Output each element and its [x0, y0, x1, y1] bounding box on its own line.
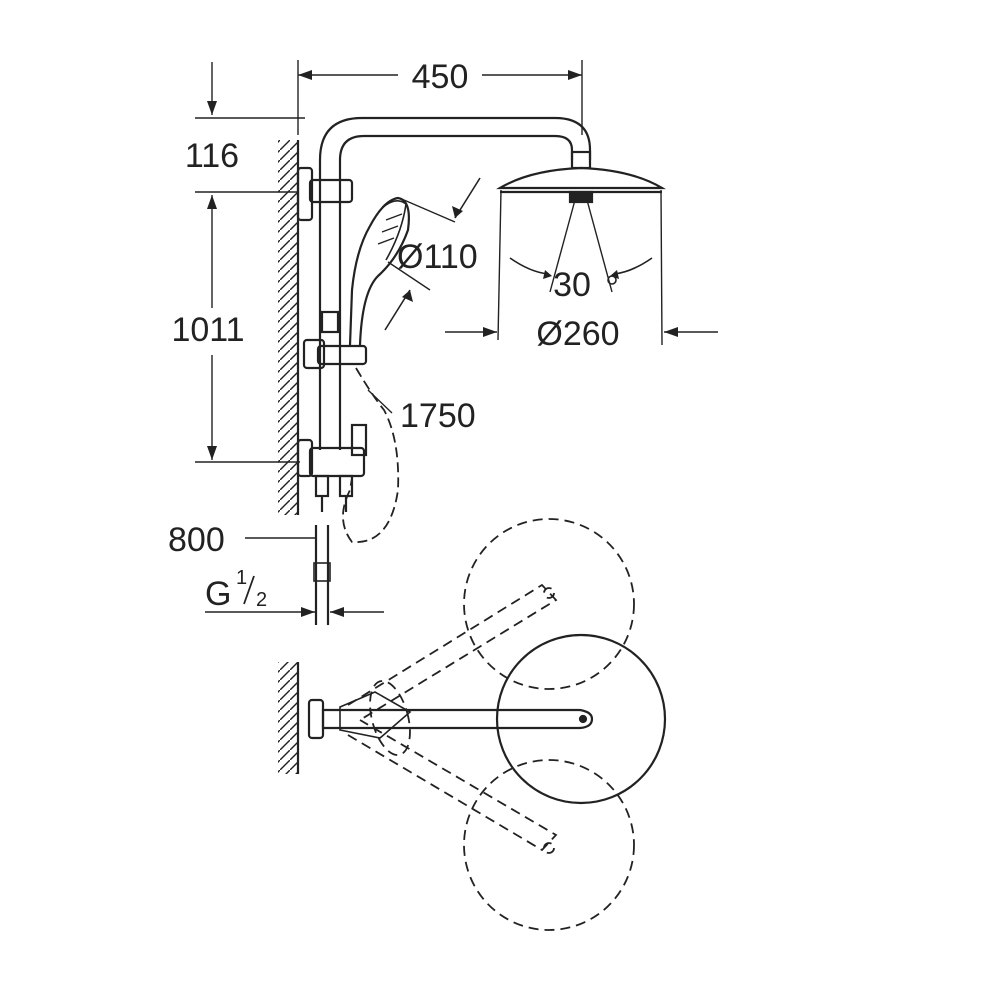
overhead-arm	[318, 116, 592, 178]
thread-fraction-slash	[243, 575, 255, 605]
top-view-shower	[307, 633, 667, 805]
dim-head-diameter-label: Ø260	[536, 315, 619, 353]
dim-116-label: 116	[185, 137, 239, 175]
dimension-450	[297, 60, 583, 135]
thread-fraction-numerator: 1	[236, 567, 247, 589]
dim-450-label: 450	[412, 58, 469, 96]
dim-angle-label: 30	[553, 266, 591, 304]
dim-handshower-label: Ø110	[397, 238, 478, 276]
shower-rail	[296, 166, 368, 512]
wall-side-view	[278, 140, 300, 515]
hose-leader-line	[367, 389, 393, 414]
dimension-260	[445, 327, 718, 337]
dim-hose-label: 1750	[400, 397, 476, 435]
dim-800-label: 800	[168, 521, 225, 559]
hand-shower	[348, 177, 481, 346]
dim-thread-label: G	[205, 575, 231, 613]
dimension-1011	[195, 195, 300, 463]
shower-hose	[342, 367, 400, 543]
rain-shower-head	[496, 150, 666, 346]
dimension-116	[195, 62, 305, 193]
wall-top-view	[278, 662, 300, 774]
thread-fraction-denominator: 2	[256, 589, 267, 611]
dimension-thread	[205, 607, 384, 617]
dim-1011-label: 1011	[171, 311, 244, 349]
supply-pipe	[313, 525, 331, 625]
